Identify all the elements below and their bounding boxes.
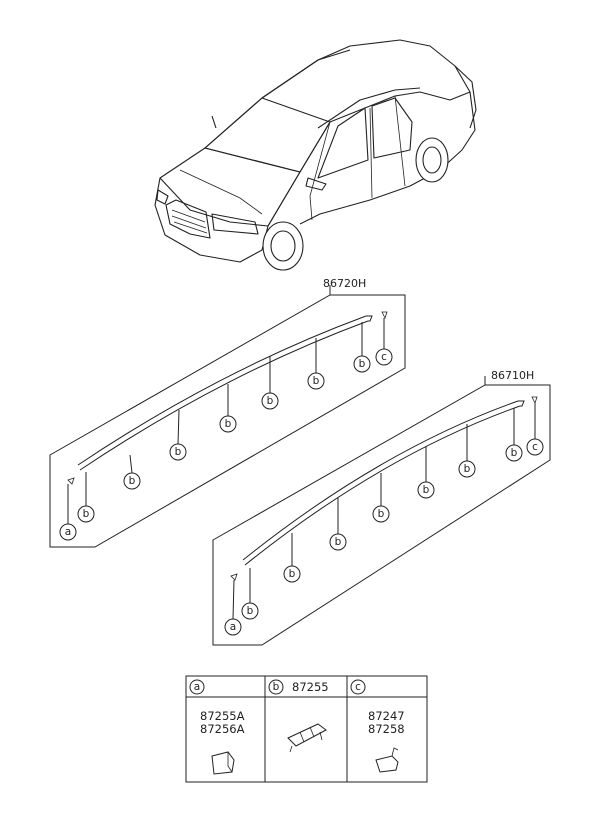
car-illustration [154, 39, 477, 271]
clip-c-icon [375, 755, 399, 773]
lower-callout-b: b [511, 447, 518, 459]
legend-c-part-1: 87247 [368, 709, 405, 723]
upper-callout-leader-b [129, 454, 133, 474]
lower-callout-b: b [289, 568, 296, 580]
legend-key-b-circle [268, 679, 284, 695]
upper-clip-a [67, 477, 75, 485]
upper-callout-b: b [267, 395, 274, 407]
clip-a-icon [211, 751, 235, 775]
upper-part-number: 86720H [323, 277, 366, 290]
lower-clip-a [230, 573, 238, 581]
legend-column-dividers [264, 676, 348, 782]
lower-molding-strip [242, 400, 519, 561]
lower-callout-a: a [230, 621, 236, 633]
legend-key-a-circle [189, 679, 205, 695]
lower-callout-b: b [378, 508, 385, 520]
upper-callout-circle-b [353, 355, 371, 373]
upper-callout-circle-b [307, 372, 325, 390]
lower-callout-circle-b [458, 460, 476, 478]
upper-clip-c [381, 311, 388, 320]
lower-molding-panel: 86710H [212, 369, 551, 646]
legend-c-part-2: 87258 [368, 722, 405, 736]
upper-callout-circle-b [77, 505, 95, 523]
legend-column-b: b 87255 [268, 679, 329, 753]
upper-callout-circle-c [375, 348, 393, 366]
upper-callout-b: b [83, 508, 90, 520]
upper-callout-circle-b [123, 472, 141, 490]
lower-callout-circle-b [329, 533, 347, 551]
lower-callout-circle-a [224, 618, 242, 636]
clip-b-icon [287, 723, 327, 747]
upper-callout-leader-b [177, 409, 180, 445]
lower-callout-circle-b [241, 602, 259, 620]
lower-callout-circle-b [505, 444, 523, 462]
legend-table: a 87255A 87256A b 87255 c 87247 87258 [185, 675, 428, 783]
lower-callout-circle-b [372, 505, 390, 523]
lower-callout-b: b [423, 484, 430, 496]
upper-callout-b: b [359, 358, 366, 370]
lower-callout-circle-c [526, 438, 544, 456]
lower-callout-circle-b [283, 565, 301, 583]
legend-a-part-1: 87255A [200, 709, 245, 723]
upper-callout-b: b [129, 475, 136, 487]
lower-callout-circle-b [417, 481, 435, 499]
upper-callout-circle-b [219, 415, 237, 433]
legend-b-part-1: 87255 [292, 680, 329, 694]
lower-part-number: 86710H [491, 369, 534, 382]
lower-callout-b: b [335, 536, 342, 548]
upper-molding-panel: 86720H [49, 277, 406, 548]
legend-frame [185, 675, 428, 783]
upper-callout-a: a [65, 526, 71, 538]
upper-callout-b: b [313, 375, 320, 387]
legend-a-part-2: 87256A [200, 722, 245, 736]
legend-key-c-circle [350, 679, 366, 695]
upper-callout-c: c [381, 351, 387, 363]
lower-callout-b: b [464, 463, 471, 475]
lower-clip-c [531, 396, 538, 405]
upper-callout-circle-b [261, 392, 279, 410]
upper-callout-b: b [175, 446, 182, 458]
legend-column-c: c 87247 87258 [350, 679, 405, 773]
upper-molding-strip [77, 315, 367, 466]
legend-key-a: a [194, 681, 200, 693]
upper-callout-b: b [225, 418, 232, 430]
lower-callout-leader-a [232, 579, 235, 620]
upper-callout-circle-b [169, 443, 187, 461]
lower-callout-c: c [532, 441, 538, 453]
legend-column-a: a 87255A 87256A [189, 679, 245, 775]
legend-key-c: c [355, 681, 361, 693]
legend-key-b: b [273, 681, 280, 693]
lower-callout-b: b [247, 605, 254, 617]
upper-callout-circle-a [59, 523, 77, 541]
